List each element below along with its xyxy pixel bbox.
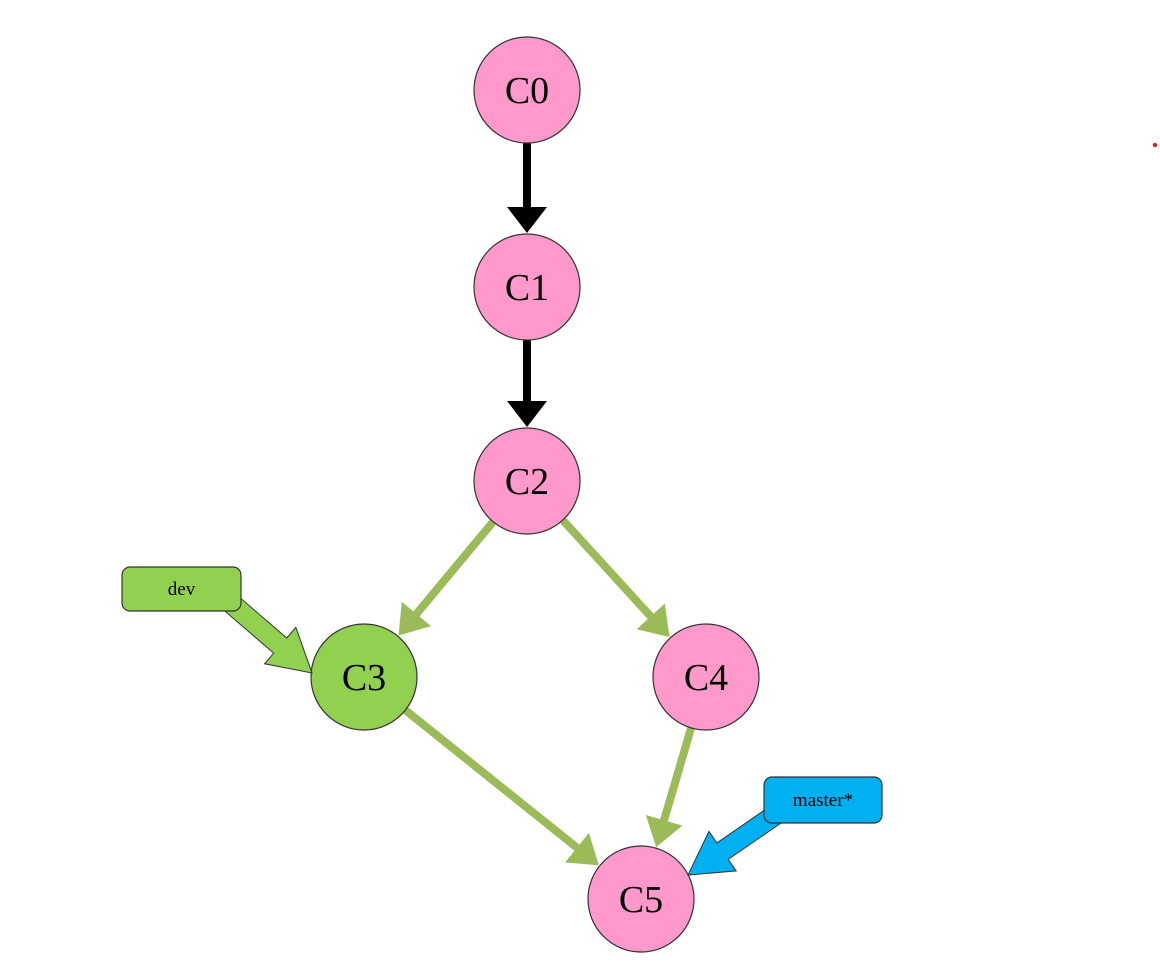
branch-pointer-master[interactable]: master*	[687, 776, 883, 876]
branch-label: master*	[793, 790, 853, 811]
red-dot-marker	[1152, 142, 1158, 148]
branch-arrow-icon	[224, 595, 313, 674]
arrowhead-icon	[565, 832, 599, 866]
commit-label: C3	[342, 657, 386, 699]
commit-node-c0[interactable]: C0	[473, 36, 581, 144]
edge-C0-C1	[507, 141, 547, 233]
branch-arrow-icon	[687, 806, 782, 876]
commit-node-c1[interactable]: C1	[473, 233, 581, 341]
branch-pointer-dev[interactable]: dev	[121, 566, 313, 674]
arrowhead-icon	[398, 601, 432, 636]
arrowhead-icon	[645, 814, 683, 848]
branch-label: dev	[168, 579, 196, 600]
arrowhead-icon	[507, 207, 547, 233]
edge-C2-C4	[560, 517, 670, 638]
commit-label: C4	[684, 657, 728, 699]
commit-node-c2[interactable]: C2	[473, 427, 581, 535]
edge-C1-C2	[507, 338, 547, 427]
commit-label: C0	[505, 70, 549, 112]
edge-C4-C5	[645, 725, 695, 848]
commit-node-c5[interactable]: C5	[587, 845, 695, 953]
commit-node-c3[interactable]: C3	[310, 623, 418, 731]
commit-label: C1	[505, 267, 549, 309]
arrowhead-icon	[507, 401, 547, 427]
commit-node-c4[interactable]: C4	[652, 623, 760, 731]
arrowhead-icon	[636, 603, 670, 638]
commit-label: C2	[505, 461, 549, 503]
edge-C2-C3	[398, 519, 496, 636]
edge-C3-C5	[402, 707, 599, 866]
commit-label: C5	[619, 879, 663, 921]
